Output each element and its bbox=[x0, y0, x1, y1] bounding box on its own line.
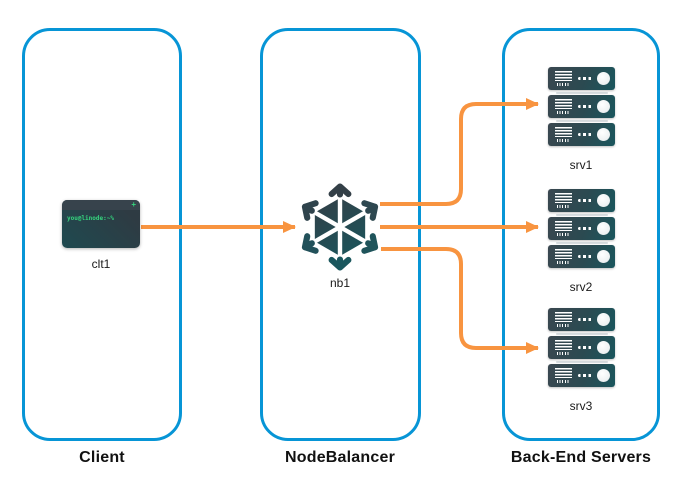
knob-icon bbox=[597, 72, 610, 85]
ticks-icon bbox=[557, 139, 570, 142]
vents-icon bbox=[555, 221, 572, 231]
dots-icon bbox=[578, 105, 592, 108]
dots-icon bbox=[578, 227, 592, 230]
server-unit bbox=[548, 67, 615, 90]
server-stack-icon-srv2 bbox=[548, 189, 615, 268]
vents-icon bbox=[555, 71, 572, 81]
dots-icon bbox=[578, 133, 592, 136]
dots-icon bbox=[578, 255, 592, 258]
vents-icon bbox=[555, 193, 572, 203]
terminal-titlebar: + bbox=[62, 200, 140, 210]
arrow-nb1-to-srv3 bbox=[381, 247, 539, 354]
nodebalancer-node-label: nb1 bbox=[329, 276, 351, 290]
vents-icon bbox=[555, 368, 572, 378]
vents-icon bbox=[555, 127, 572, 137]
server-unit bbox=[548, 364, 615, 387]
backend-zone-label: Back-End Servers bbox=[510, 449, 652, 466]
server-unit bbox=[548, 217, 615, 240]
dots-icon bbox=[578, 77, 592, 80]
vents-icon bbox=[555, 340, 572, 350]
server-node-label-srv1: srv1 bbox=[569, 158, 593, 172]
rack-separator bbox=[548, 212, 615, 217]
knob-icon bbox=[597, 194, 610, 207]
vents-icon bbox=[555, 99, 572, 109]
ticks-icon bbox=[557, 233, 570, 236]
client-node-label: clt1 bbox=[91, 257, 111, 271]
knob-icon bbox=[597, 128, 610, 141]
rack-separator bbox=[548, 331, 615, 336]
server-unit bbox=[548, 189, 615, 212]
rack-separator bbox=[548, 118, 615, 123]
server-node-label-srv3: srv3 bbox=[569, 399, 593, 413]
rack-separator bbox=[548, 359, 615, 364]
server-node-label-srv2: srv2 bbox=[569, 280, 593, 294]
client-zone-label: Client bbox=[79, 449, 125, 466]
dots-icon bbox=[578, 199, 592, 202]
ticks-icon bbox=[557, 380, 570, 383]
window-plus-icon: + bbox=[131, 200, 136, 209]
dots-icon bbox=[578, 374, 592, 377]
nodebalancer-icon bbox=[296, 183, 384, 271]
knob-icon bbox=[597, 341, 610, 354]
knob-icon bbox=[597, 250, 610, 263]
server-stack-icon-srv3 bbox=[548, 308, 615, 387]
vents-icon bbox=[555, 312, 572, 322]
ticks-icon bbox=[557, 111, 570, 114]
server-unit bbox=[548, 95, 615, 118]
server-stack-icon-srv1 bbox=[548, 67, 615, 146]
dots-icon bbox=[578, 318, 592, 321]
rack-separator bbox=[548, 90, 615, 95]
ticks-icon bbox=[557, 324, 570, 327]
knob-icon bbox=[597, 369, 610, 382]
vents-icon bbox=[555, 249, 572, 259]
terminal-icon: + you@linode:~% bbox=[62, 200, 140, 248]
server-unit bbox=[548, 308, 615, 331]
server-unit bbox=[548, 336, 615, 359]
ticks-icon bbox=[557, 261, 570, 264]
ticks-icon bbox=[557, 205, 570, 208]
ticks-icon bbox=[557, 352, 570, 355]
server-unit bbox=[548, 123, 615, 146]
terminal-prompt: you@linode:~% bbox=[67, 215, 114, 222]
nodebalancer-zone-label: NodeBalancer bbox=[285, 449, 395, 466]
arrow-nb1-to-srv1 bbox=[380, 98, 539, 206]
dots-icon bbox=[578, 346, 592, 349]
knob-icon bbox=[597, 222, 610, 235]
ticks-icon bbox=[557, 83, 570, 86]
server-unit bbox=[548, 245, 615, 268]
knob-icon bbox=[597, 313, 610, 326]
knob-icon bbox=[597, 100, 610, 113]
rack-separator bbox=[548, 240, 615, 245]
